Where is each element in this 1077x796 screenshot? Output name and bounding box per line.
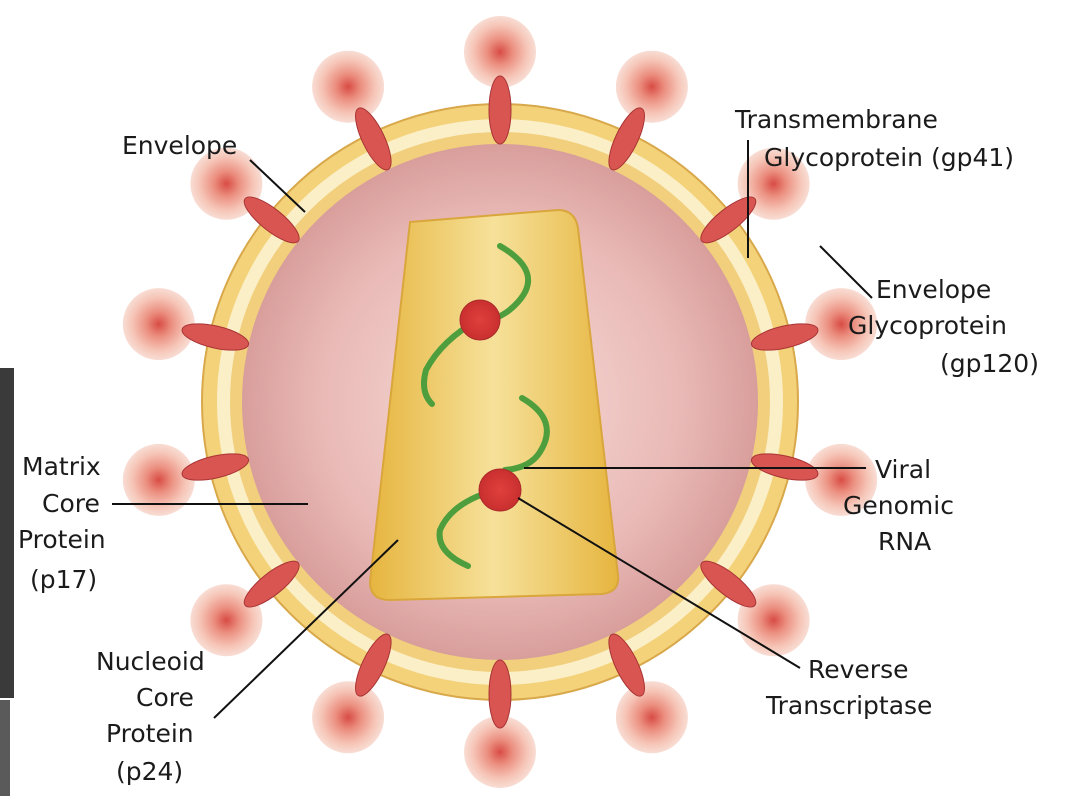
label-envelope: Envelope — [122, 131, 237, 160]
label-nucleoid-2: Core — [136, 683, 194, 712]
label-rna-3: RNA — [878, 527, 931, 556]
label-env-glyco-3: (gp120) — [940, 349, 1039, 378]
label-nucleoid-1: Nucleoid — [96, 647, 205, 676]
label-env-glyco-1: Envelope — [876, 275, 991, 304]
label-matrix-3: Protein — [18, 525, 106, 554]
gp41-stalk — [489, 660, 511, 728]
label-nucleoid-3: Protein — [106, 719, 194, 748]
label-nucleoid-4: (p24) — [116, 757, 183, 786]
label-matrix-1: Matrix — [22, 452, 101, 481]
label-rt-2: Transcriptase — [765, 691, 932, 720]
gp120-knob — [312, 51, 384, 123]
label-env-glyco-2: Glycoprotein — [848, 311, 1007, 340]
gp120-knob — [616, 681, 688, 753]
gp120-knob — [616, 51, 688, 123]
label-rna-1: Viral — [875, 455, 931, 484]
capsid-core — [370, 210, 618, 600]
reverse-transcriptase-dot — [479, 469, 521, 511]
label-matrix-2: Core — [42, 489, 100, 518]
gp120-knob — [123, 288, 195, 360]
label-rna-2: Genomic — [843, 491, 954, 520]
label-transmembrane-2: Glycoprotein (gp41) — [764, 143, 1014, 172]
rna-protein-upper — [460, 300, 500, 340]
label-matrix-4: (p17) — [30, 565, 97, 594]
gp120-knob — [123, 444, 195, 516]
label-rt-1: Reverse — [808, 655, 909, 684]
gp41-stalk — [489, 76, 511, 144]
label-transmembrane-1: Transmembrane — [734, 105, 938, 134]
gp120-knob — [312, 681, 384, 753]
